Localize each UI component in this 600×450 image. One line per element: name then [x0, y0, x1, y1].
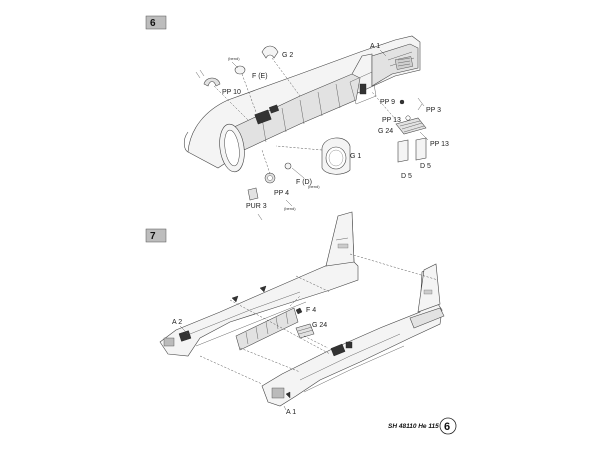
label-d5-a: D 5 [401, 173, 412, 180]
label-a1-step6: A 1 [370, 43, 380, 50]
label-pp10: PP 10 [222, 89, 241, 96]
part-pp4: PP 4 (bend) [261, 149, 296, 211]
fuselage-left-step7 [159, 211, 359, 357]
label-pp13-b: PP 13 [430, 141, 449, 148]
label-g2: G 2 [282, 52, 293, 59]
part-pur3: PUR 3 [246, 187, 267, 221]
label-fd: F (D) [296, 179, 312, 186]
tiny-note-3: (bend) [284, 206, 296, 211]
label-f4: F 4 [306, 307, 316, 314]
step-7-number: 7 [150, 231, 156, 242]
part-fd: F (D) (bend) [284, 162, 320, 189]
part-fe: (bend) F (E) [228, 56, 268, 113]
step-6-badge: 6 [145, 15, 167, 30]
label-d5-b: D 5 [420, 163, 431, 170]
fuselage-right-step7 [261, 263, 445, 407]
cluster-right: PP 9 PP 13 PP 3 PP 13 G 24 D 5 D 5 [371, 91, 449, 180]
footer-page-number: 6 [444, 421, 450, 433]
label-pp9: PP 9 [380, 99, 395, 106]
step-6-number: 6 [150, 18, 156, 29]
label-g24-step7: G 24 [312, 322, 327, 329]
side-panel [235, 295, 301, 351]
tiny-note-1: (bend) [228, 56, 240, 61]
label-g24-step6: G 24 [378, 128, 393, 135]
label-pp3: PP 3 [426, 107, 441, 114]
step-7: 7 F 4 [145, 211, 445, 416]
label-pp4: PP 4 [274, 190, 289, 197]
label-fe: F (E) [252, 73, 268, 80]
part-g24-step7: G 24 [295, 322, 329, 349]
step-6: 6 [145, 15, 449, 221]
label-pp13-a: PP 13 [382, 117, 401, 124]
fuselage-half-step6 [183, 35, 421, 173]
label-a1-step7: A 1 [286, 409, 296, 416]
part-g1: G 1 [275, 137, 361, 175]
part-f4: F 4 [295, 307, 316, 315]
label-a2: A 2 [172, 319, 182, 326]
tiny-note-2: (bend) [308, 184, 320, 189]
footer-kit-code: SH 48110 He 115 [388, 423, 439, 430]
label-pur3: PUR 3 [246, 203, 267, 210]
part-pp10: PP 10 [195, 69, 249, 121]
part-g2: G 2 [261, 45, 301, 97]
step-7-badge: 7 [145, 228, 167, 243]
footer: SH 48110 He 115 6 [388, 417, 457, 435]
label-g1: G 1 [350, 153, 361, 160]
